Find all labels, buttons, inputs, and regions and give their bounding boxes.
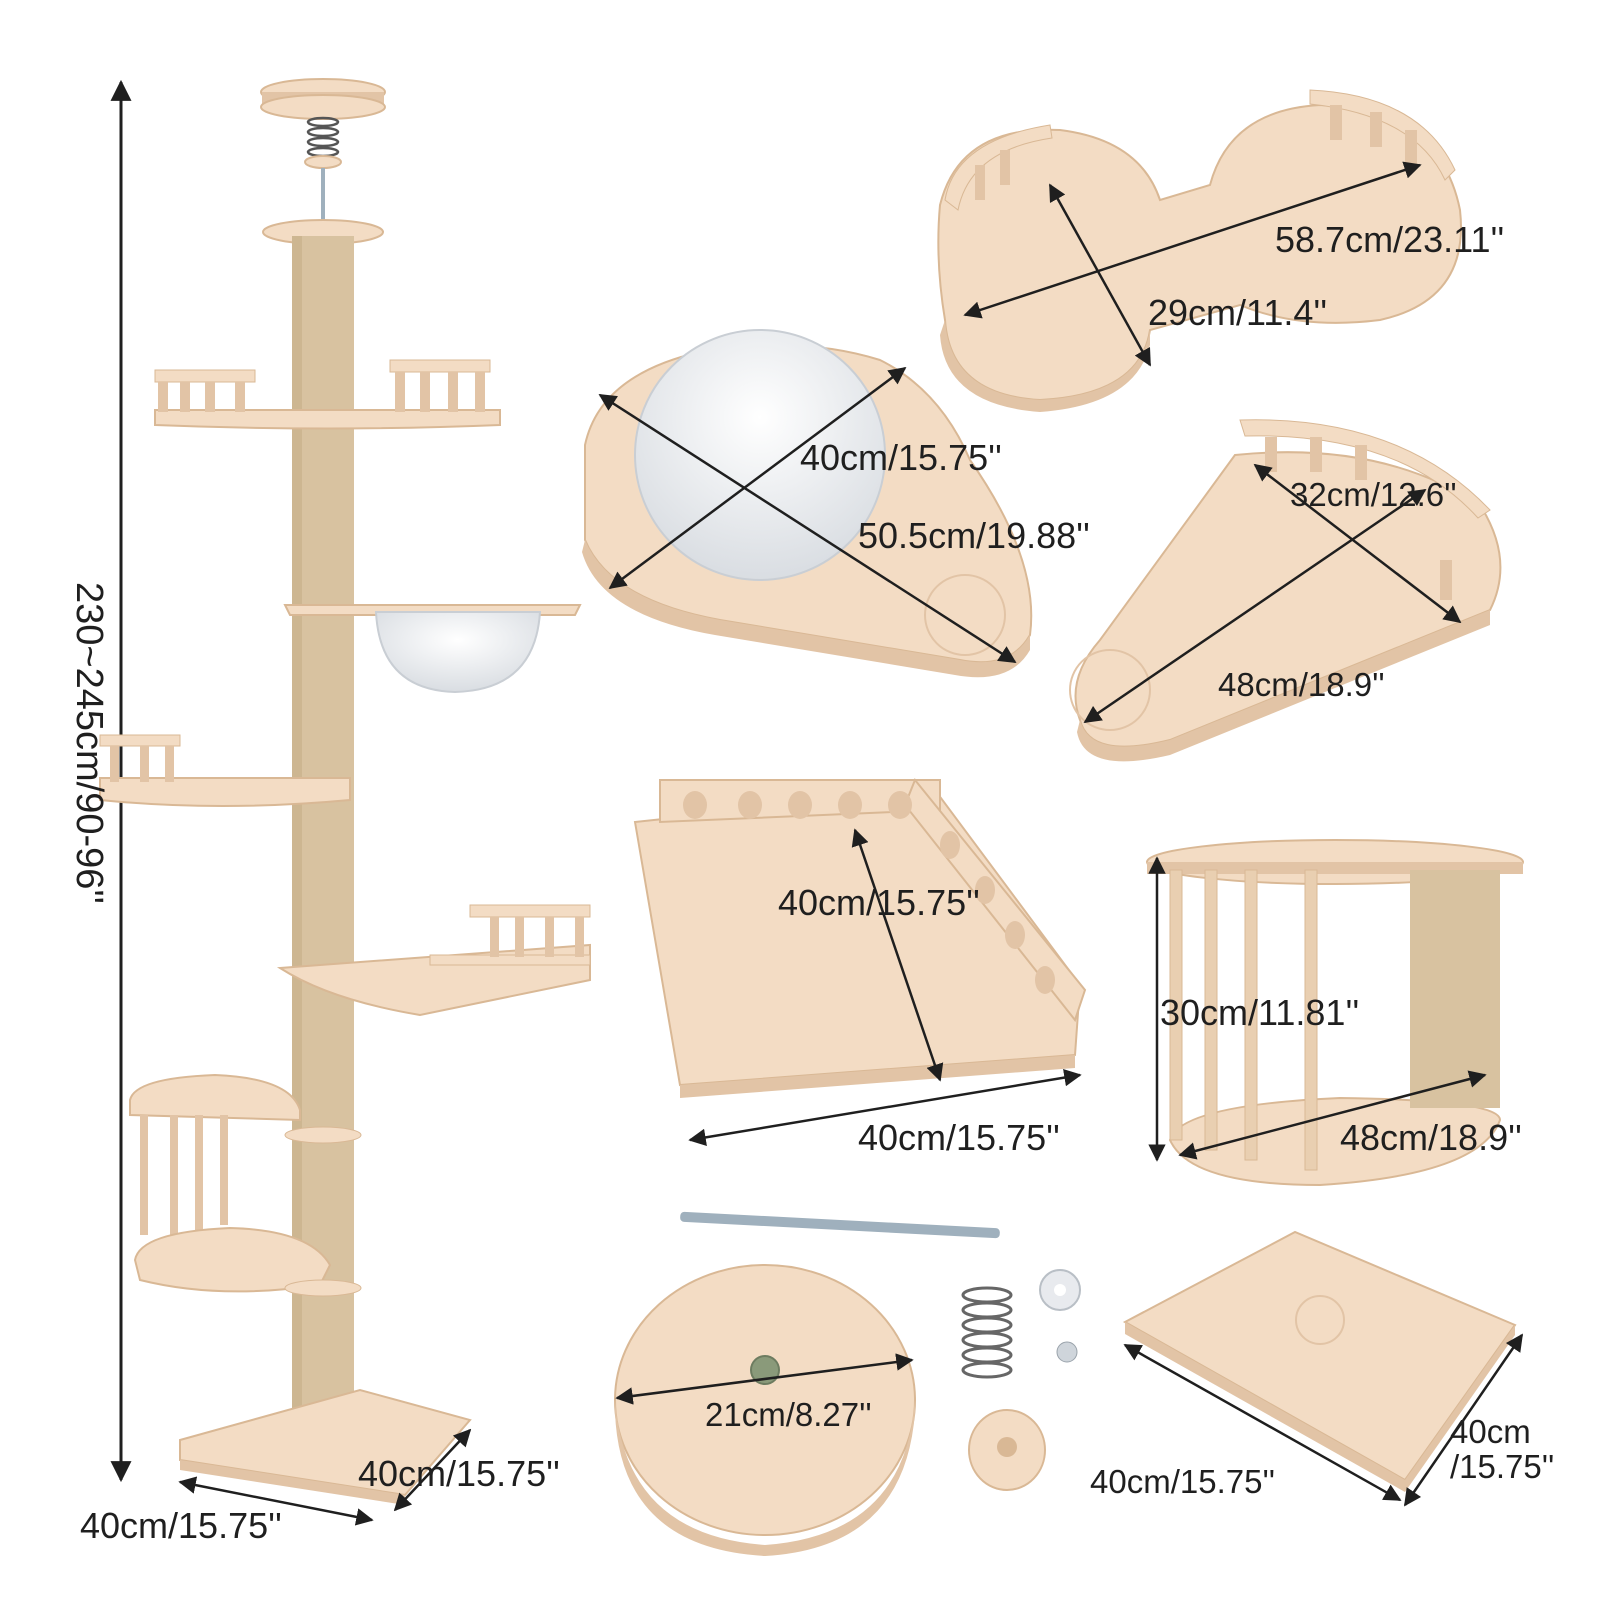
loose-spring xyxy=(961,1286,1013,1379)
platform-cage xyxy=(129,1073,362,1297)
board-depth-line xyxy=(1403,1333,1524,1507)
tri-width-label: 32cm/12.6'' xyxy=(1290,476,1457,513)
square-width-line xyxy=(688,1068,1082,1147)
disc-diameter-label: 21cm/8.27'' xyxy=(705,1396,872,1433)
bowl-platform xyxy=(582,329,1033,678)
bowl-length-line xyxy=(598,393,1017,664)
base-width-label: 40cm/15.75'' xyxy=(80,1505,282,1546)
spring xyxy=(306,116,340,158)
base-width-line xyxy=(178,1476,374,1526)
sisal-post xyxy=(292,236,354,1426)
double-width-line xyxy=(1048,183,1152,367)
cage-sisal xyxy=(1410,870,1500,1108)
square-width-label: 40cm/15.75'' xyxy=(858,1117,1060,1158)
disc-diameter-line xyxy=(615,1353,914,1405)
board-width-line xyxy=(1123,1343,1402,1502)
base-depth-line xyxy=(393,1428,472,1512)
nut xyxy=(1056,1341,1078,1363)
bowl-length-label: 50.5cm/19.88'' xyxy=(858,515,1090,556)
cage-width-label: 48cm/18.9'' xyxy=(1340,1117,1522,1158)
square-depth-line xyxy=(851,828,944,1082)
square-depth-label: 40cm/15.75'' xyxy=(778,882,980,923)
board-depth-label-line2: /15.75'' xyxy=(1450,1447,1555,1485)
triangular-platform xyxy=(1069,419,1502,762)
tree-height-label: 230~245cm/90-96'' xyxy=(68,582,110,904)
hardware xyxy=(680,1211,1081,1491)
threaded-rod xyxy=(680,1211,1000,1239)
double-length-label: 58.7cm/23.11'' xyxy=(1275,219,1505,260)
double-length-line xyxy=(963,161,1422,319)
platform-3 xyxy=(99,734,351,807)
tri-length-line xyxy=(1083,488,1427,724)
cage-height-label: 30cm/11.81'' xyxy=(1160,992,1360,1033)
round-disc xyxy=(614,1264,916,1556)
double-width-label: 29cm/11.4'' xyxy=(1148,292,1328,333)
base-depth-label: 40cm/15.75'' xyxy=(358,1453,560,1494)
board-width-label: 40cm/15.75'' xyxy=(1090,1463,1276,1500)
cage-width-line xyxy=(1178,1070,1487,1160)
double-round-platform xyxy=(937,89,1462,412)
tri-length-label: 48cm/18.9'' xyxy=(1218,666,1385,703)
platform-4 xyxy=(276,904,591,1017)
base-board xyxy=(1122,1230,1524,1507)
board-depth-label-line1: 40cm xyxy=(1450,1413,1531,1450)
bowl-width-label: 40cm/15.75'' xyxy=(800,437,1002,478)
square-railed-platform xyxy=(633,778,1087,1147)
cat-tree xyxy=(99,78,591,1526)
platform-bowl xyxy=(283,604,582,694)
board-depth-label: 40cm /15.75'' xyxy=(1450,1413,1590,1485)
platform-1 xyxy=(154,359,501,430)
cage-module xyxy=(1146,839,1524,1187)
